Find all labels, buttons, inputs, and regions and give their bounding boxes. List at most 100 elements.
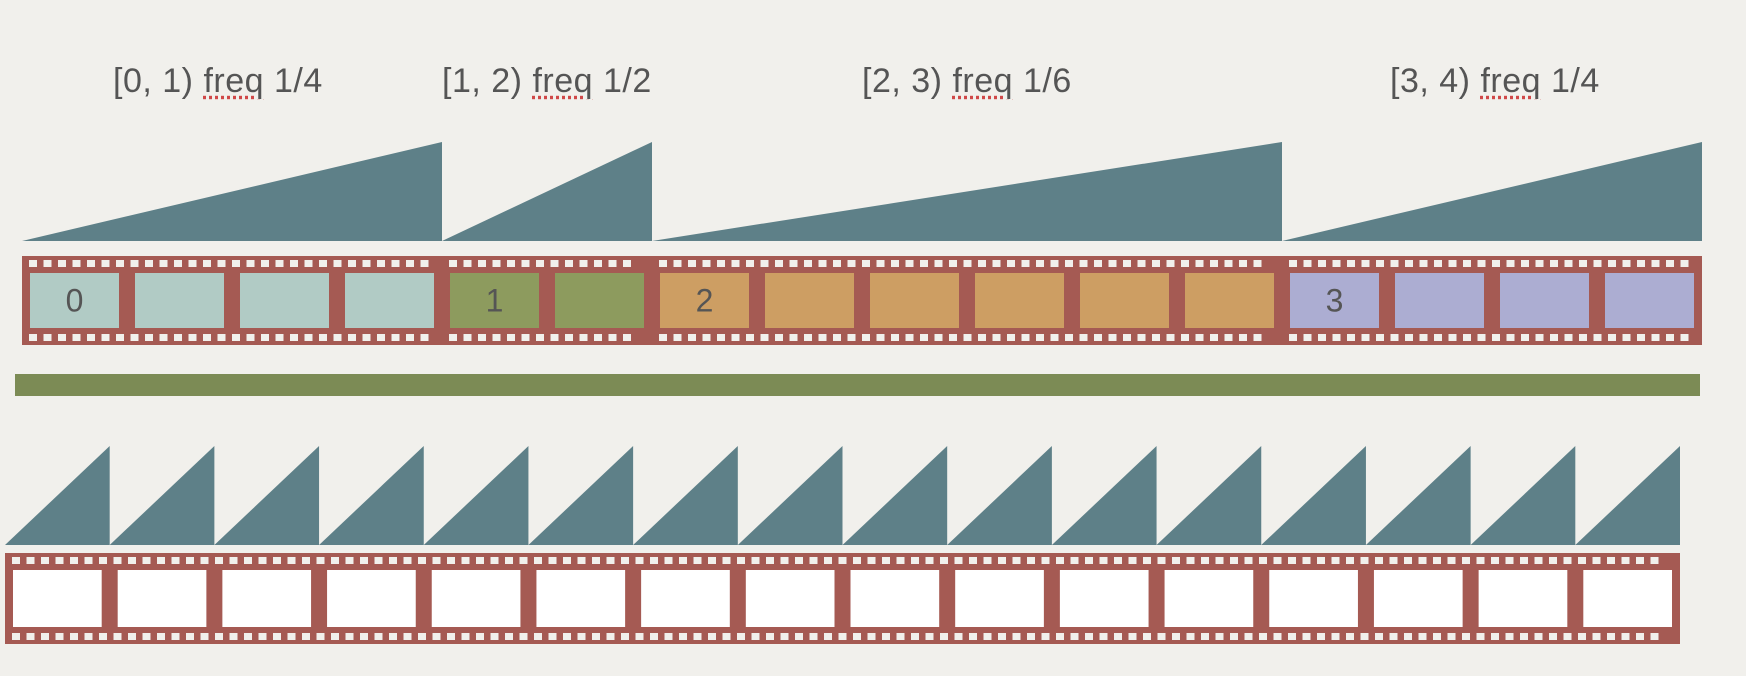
bottom-sprocket-hole bbox=[1650, 557, 1659, 564]
segment-2-sprocket-hole bbox=[1195, 260, 1204, 267]
bottom-sprocket-hole bbox=[1389, 557, 1398, 564]
bottom-sprocket-hole bbox=[998, 633, 1006, 640]
segment-0-sprocket-hole bbox=[232, 334, 240, 341]
segment-0-sprocket-hole bbox=[116, 260, 124, 267]
bottom-sprocket-hole bbox=[751, 557, 760, 564]
segment-3-sprocket-hole bbox=[1419, 334, 1428, 341]
segment-3-sprocket-hole bbox=[1579, 260, 1587, 267]
segment-range-1: [1, 2) bbox=[442, 62, 523, 100]
bottom-sprocket-hole bbox=[128, 557, 136, 564]
bottom-sprocket-hole bbox=[925, 633, 934, 640]
bottom-ramp bbox=[1365, 446, 1471, 545]
segment-2-sprocket-hole bbox=[1123, 334, 1131, 341]
bottom-sprocket-hole bbox=[99, 633, 107, 640]
segment-3-sprocket-hole bbox=[1405, 334, 1413, 341]
bottom-sprocket-hole bbox=[824, 633, 832, 640]
bottom-sprocket-hole bbox=[1346, 557, 1354, 564]
segment-3-sprocket-hole bbox=[1593, 260, 1602, 267]
bottom-sprocket-hole bbox=[70, 557, 78, 564]
segment-2-sprocket-hole bbox=[731, 260, 740, 267]
segment-0-sprocket-hole bbox=[246, 334, 255, 341]
bottom-sprocket-hole bbox=[1041, 557, 1050, 564]
segment-3-sprocket-hole bbox=[1463, 260, 1471, 267]
bottom-sprocket-hole bbox=[1157, 633, 1166, 640]
bottom-sprocket-hole bbox=[41, 557, 49, 564]
bottom-sprocket-hole bbox=[1331, 633, 1340, 640]
bottom-sprocket-hole bbox=[1186, 633, 1195, 640]
bottom-sprocket-hole bbox=[1259, 557, 1267, 564]
segment-3-sprocket-hole bbox=[1521, 260, 1529, 267]
bottom-sprocket-hole bbox=[1476, 633, 1485, 640]
segment-3-sprocket-hole bbox=[1637, 260, 1645, 267]
segment-3-sprocket-hole bbox=[1535, 260, 1544, 267]
segment-label-1: [1, 2) freq 1/2 bbox=[442, 62, 652, 101]
segment-2-sprocket-hole bbox=[1021, 334, 1030, 341]
segment-2-sprocket-hole bbox=[905, 260, 914, 267]
segment-3-sprocket-hole bbox=[1434, 260, 1442, 267]
segment-3-sprocket-hole bbox=[1666, 260, 1674, 267]
bottom-sprocket-hole bbox=[1346, 633, 1354, 640]
bottom-sprocket-hole bbox=[635, 557, 644, 564]
bottom-sprocket-hole bbox=[99, 557, 107, 564]
segment-0-frame bbox=[345, 273, 434, 328]
bottom-sprocket-hole bbox=[1244, 633, 1253, 640]
bottom-sprocket-hole bbox=[983, 557, 992, 564]
bottom-ramp bbox=[1156, 446, 1262, 545]
bottom-frame bbox=[1164, 570, 1254, 627]
segment-3-sprocket-hole bbox=[1448, 334, 1457, 341]
segment-3-sprocket-hole bbox=[1608, 334, 1616, 341]
bottom-sprocket-hole bbox=[708, 557, 716, 564]
bottom-sprocket-hole bbox=[113, 557, 122, 564]
segment-2-sprocket-hole bbox=[804, 260, 812, 267]
bottom-sprocket-hole bbox=[1302, 557, 1311, 564]
bottom-sprocket-hole bbox=[186, 633, 194, 640]
segment-2-sprocket-hole bbox=[659, 260, 667, 267]
segment-3-sprocket-hole bbox=[1680, 334, 1689, 341]
bottom-sprocket-hole bbox=[1360, 633, 1369, 640]
bottom-sprocket-hole bbox=[1592, 633, 1601, 640]
segment-3-sprocket-hole bbox=[1405, 260, 1413, 267]
segment-2-sprocket-hole bbox=[775, 260, 783, 267]
segment-3-frame bbox=[1290, 273, 1379, 328]
bottom-ramp bbox=[1261, 446, 1366, 545]
segment-0-sprocket-hole bbox=[348, 334, 356, 341]
segment-2-sprocket-hole bbox=[862, 334, 870, 341]
segment-2-sprocket-hole bbox=[702, 334, 711, 341]
segment-1-sprocket-hole bbox=[579, 260, 588, 267]
segment-3-sprocket-hole bbox=[1651, 334, 1660, 341]
segment-3-sprocket-hole bbox=[1564, 334, 1573, 341]
bottom-sprocket-hole bbox=[505, 557, 513, 564]
segment-2-sprocket-hole bbox=[876, 260, 885, 267]
bottom-sprocket-hole bbox=[258, 557, 267, 564]
bottom-sprocket-hole bbox=[1418, 633, 1427, 640]
bottom-sprocket-hole bbox=[577, 557, 586, 564]
bottom-sprocket-hole bbox=[12, 557, 20, 564]
segment-0-sprocket-hole bbox=[116, 334, 124, 341]
segment-2-sprocket-hole bbox=[746, 260, 754, 267]
segment-2-sprocket-hole bbox=[818, 334, 827, 341]
segment-0-sprocket-hole bbox=[348, 260, 356, 267]
bottom-sprocket-hole bbox=[679, 633, 687, 640]
bottom-sprocket-hole bbox=[1433, 633, 1441, 640]
bottom-sprocket-hole bbox=[1114, 557, 1122, 564]
segment-2-sprocket-hole bbox=[760, 260, 769, 267]
segment-3-sprocket-hole bbox=[1332, 334, 1341, 341]
bottom-sprocket-hole bbox=[84, 633, 93, 640]
segment-0-sprocket-hole bbox=[130, 260, 139, 267]
segment-2-sprocket-hole bbox=[673, 334, 682, 341]
bottom-sprocket-hole bbox=[1230, 557, 1238, 564]
segment-2-sprocket-hole bbox=[847, 334, 856, 341]
bottom-sprocket-hole bbox=[1215, 557, 1224, 564]
segment-3-sprocket-hole bbox=[1680, 260, 1689, 267]
bottom-sprocket-hole bbox=[418, 557, 426, 564]
bottom-sprocket-hole bbox=[1157, 557, 1166, 564]
bottom-sprocket-hole bbox=[1317, 557, 1325, 564]
bottom-sprocket-hole bbox=[447, 557, 455, 564]
bottom-sprocket-hole bbox=[650, 633, 658, 640]
segment-0-sprocket-hole bbox=[261, 334, 269, 341]
segment-3-sprocket-hole bbox=[1477, 260, 1486, 267]
bottom-sprocket-hole bbox=[592, 633, 600, 640]
bottom-sprocket-hole bbox=[534, 557, 542, 564]
bottom-frame bbox=[13, 570, 102, 627]
bottom-sprocket-hole bbox=[809, 557, 818, 564]
